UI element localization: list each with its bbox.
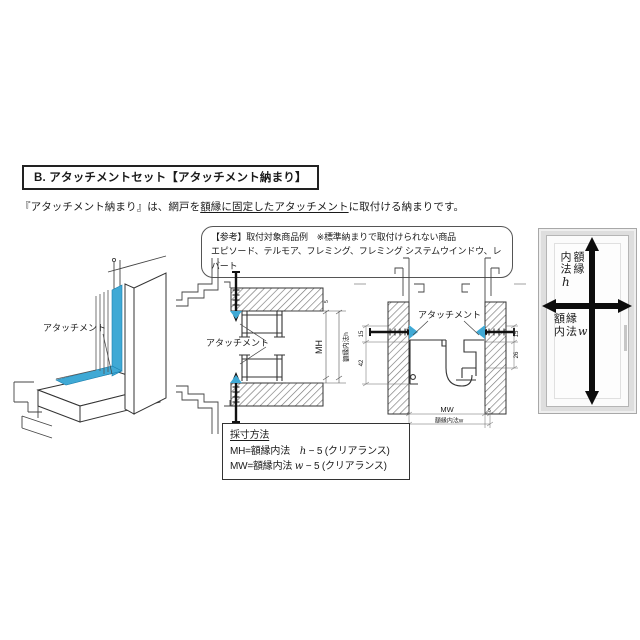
attachment-label: アタッチメント	[418, 310, 481, 320]
label-w-var: w	[578, 324, 589, 338]
horizontal-arrow-shaft	[553, 303, 621, 309]
vertical-section-drawing: MH 額縁内法h 5 アタッチメント	[176, 258, 350, 434]
description-suffix: に取付ける納まりです。	[348, 201, 465, 213]
left-casing-hatched	[387, 301, 410, 415]
description-prefix: 『アタッチメント納まり』は、網戸を	[20, 201, 201, 213]
dim-15-left: 15	[359, 330, 365, 337]
vertical-arrow-head-top	[585, 237, 599, 251]
mw-suffix: − 5 (クリアランス)	[303, 461, 387, 472]
horizontal-arrow-head-left	[542, 299, 556, 313]
section-title: B. アタッチメントセット【アタッチメント納まり】	[22, 165, 319, 190]
measurement-row-mw: MW=額縁内法 w − 5 (クリアランス)	[230, 459, 402, 474]
measurement-row-mh: MH=額縁内法 h − 5 (クリアランス)	[230, 444, 402, 459]
leader-lines	[239, 323, 267, 365]
attachment-strip-vertical	[111, 284, 123, 377]
attachment-label: アタッチメント	[206, 338, 269, 348]
dim-15-right: 15	[514, 330, 520, 337]
bottom-casing-hatched	[230, 382, 324, 407]
dim-mh-label: MH	[314, 340, 324, 354]
leader-line	[102, 333, 113, 375]
mw-prefix: MW=額縁内法	[230, 461, 295, 472]
attachment-clip-top	[230, 311, 242, 319]
dim-clearance-label: 5	[324, 300, 330, 303]
dim-42-left: 42	[359, 359, 365, 366]
mw-var: w	[294, 461, 304, 472]
measurement-method-box: 採寸方法 MH=額縁内法 h − 5 (クリアランス) MW=額縁内法 w − …	[222, 423, 410, 480]
attachment-clip-bottom	[230, 375, 242, 383]
attachment-profile-left	[409, 339, 473, 387]
attachment-profile-top	[239, 311, 285, 338]
description-underlined: 額縁に固定したアタッチメント	[200, 201, 349, 213]
reference-note-box: 【参考】取付対象商品例 ※標準納まりで取付けられない商品 エピソード、テルモア、…	[201, 226, 513, 279]
mh-var: h	[299, 446, 307, 457]
reference-line2: エピソード、テルモア、フレミング、フレミング システムウインドウ、レバート	[211, 246, 502, 271]
label-h-col-left: 内法	[559, 251, 571, 275]
isometric-corner-drawing: アタッチメント	[13, 255, 167, 439]
dim-inner-width-label: 額縁内法w	[435, 417, 464, 425]
attachment-profile-right	[456, 339, 484, 381]
right-casing-hatched	[484, 301, 507, 415]
mh-suffix: − 5 (クリアランス)	[306, 446, 390, 457]
label-h-col-right: 額縁	[572, 251, 584, 275]
dim-26-right: 26	[514, 351, 520, 358]
frame-inner-panel2	[554, 243, 621, 399]
mh-prefix: MH=額縁内法	[230, 446, 300, 457]
label-w: 額縁 内法w	[554, 313, 588, 338]
top-casing-hatched	[230, 287, 324, 312]
attachment-profile-bottom	[239, 354, 285, 381]
leader-lines	[412, 320, 480, 336]
window-latch	[624, 325, 627, 351]
section-description: 『アタッチメント納まり』は、網戸を額縁に固定したアタッチメントに取付ける納まりで…	[20, 199, 464, 214]
dim-inner-height-label: 額縁内法h	[341, 332, 350, 362]
attachment-clip-left	[409, 325, 418, 339]
dim-clearance-label: 5	[488, 408, 491, 414]
label-w-line1: 額縁	[554, 313, 578, 325]
dim-mw-label: MW	[440, 405, 454, 414]
label-h-var: h	[562, 275, 570, 289]
label-w-line2: 内法	[554, 325, 578, 338]
attachment-label: アタッチメント	[43, 323, 106, 333]
measurement-arrows	[542, 237, 632, 405]
attachment-clip-right	[476, 325, 485, 339]
horizontal-arrow-head-right	[618, 299, 632, 313]
vertical-arrow-head-bottom	[585, 391, 599, 405]
horizontal-section-drawing: 15 42 15 26 MW 5 額縁内法w アタッチメント	[354, 257, 526, 428]
reference-line1: 【参考】取付対象商品例 ※標準納まりで取付けられない商品	[211, 232, 456, 242]
window-frame-photo: 額縁 内法 h 額縁 内法w	[538, 228, 637, 414]
vertical-arrow-shaft	[589, 249, 595, 393]
measurement-title: 採寸方法	[230, 430, 270, 441]
